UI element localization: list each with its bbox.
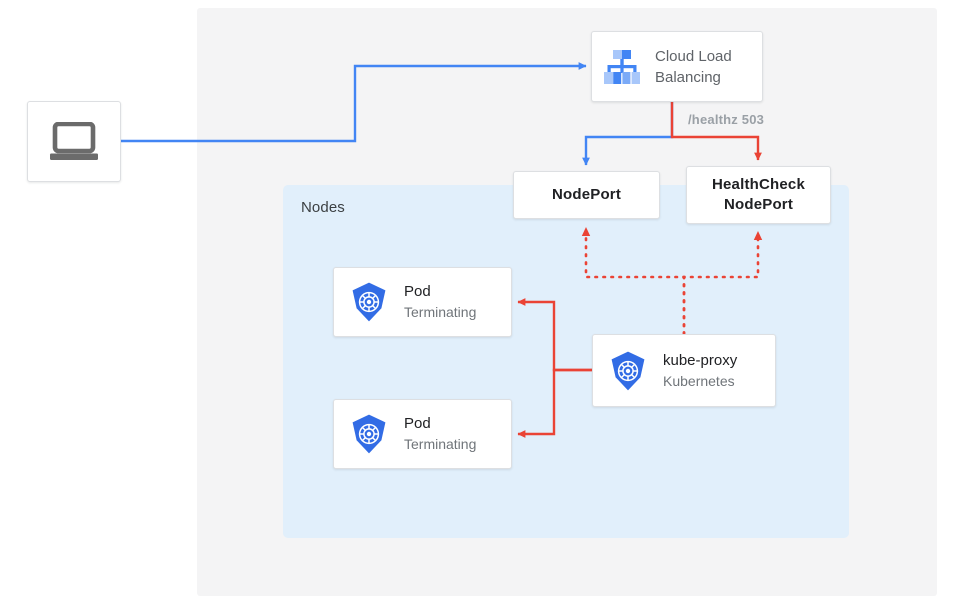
cloud-load-balancing-icon: [604, 49, 640, 84]
pod-node-2[interactable]: Pod Terminating: [333, 399, 512, 469]
pod-node-1[interactable]: Pod Terminating: [333, 267, 512, 337]
healthcheck-nodeport-label: HealthCheck NodePort: [712, 175, 805, 215]
healthcheck-nodeport-line1: HealthCheck: [711, 176, 806, 193]
client-node[interactable]: [27, 101, 121, 182]
cloud-load-balancing-line1: Cloud Load: [655, 47, 732, 65]
healthcheck-nodeport-node[interactable]: HealthCheck NodePort: [686, 166, 831, 224]
cloud-load-balancing-label: Cloud Load Balancing: [655, 46, 732, 88]
cloud-load-balancing-node[interactable]: Cloud Load Balancing: [591, 31, 763, 102]
kubernetes-icon: [352, 282, 386, 322]
nodeport-label: NodePort: [551, 186, 622, 203]
cloud-load-balancing-line2: Balancing: [655, 68, 721, 86]
laptop-icon: [50, 121, 98, 160]
kubernetes-icon: [352, 414, 386, 454]
pod-1-text: Pod Terminating: [404, 282, 476, 322]
kube-proxy-subtitle: Kubernetes: [663, 372, 735, 389]
pod-2-text: Pod Terminating: [404, 414, 476, 454]
healthz-status-label: /healthz 503: [688, 112, 765, 127]
kube-proxy-text: kube-proxy Kubernetes: [663, 351, 737, 391]
pod-1-subtitle: Terminating: [404, 304, 477, 320]
pod-2-title: Pod: [404, 415, 431, 432]
healthcheck-nodeport-line2: NodePort: [723, 196, 794, 213]
pod-2-subtitle: Terminating: [404, 436, 477, 452]
kube-proxy-node[interactable]: kube-proxy Kubernetes: [592, 334, 776, 407]
nodes-panel-label: Nodes: [301, 199, 345, 216]
pod-1-title: Pod: [404, 283, 431, 300]
kube-proxy-title: kube-proxy: [663, 351, 738, 369]
kubernetes-icon: [611, 351, 645, 390]
nodeport-node[interactable]: NodePort: [513, 171, 660, 219]
